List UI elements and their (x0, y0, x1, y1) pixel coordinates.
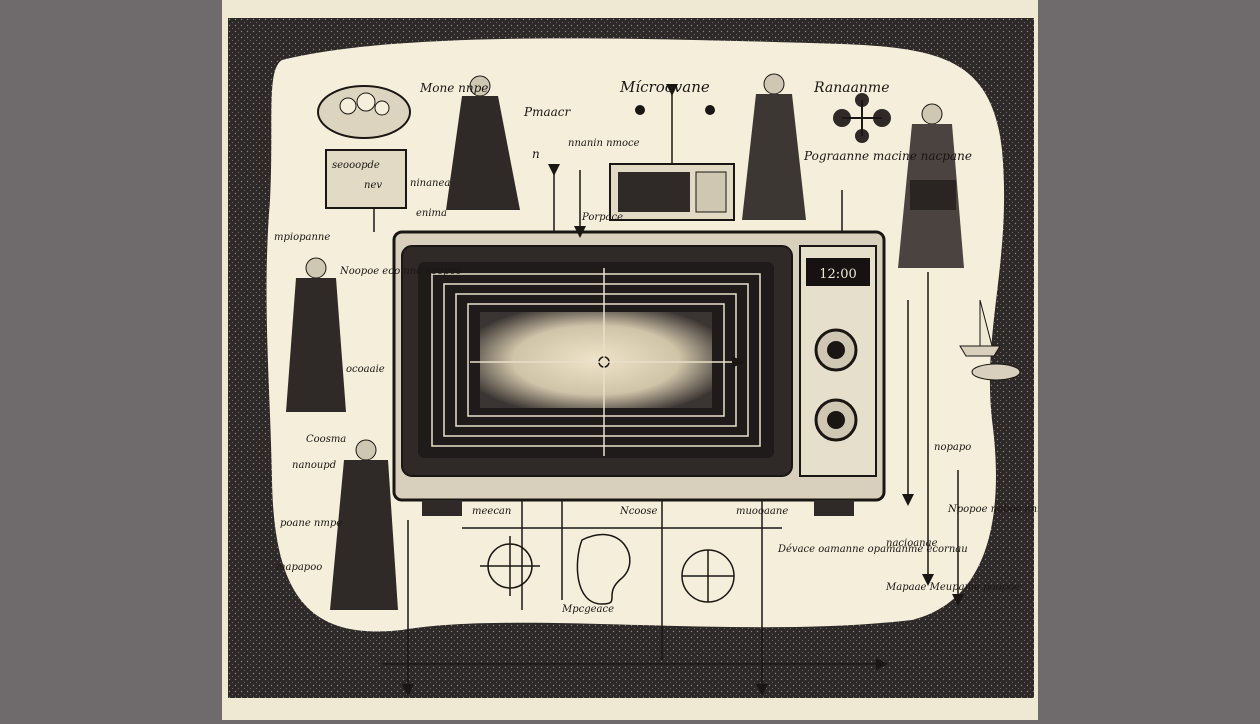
small-microwave (609, 84, 735, 221)
right-margin (1038, 0, 1260, 720)
label-npopoe: Npopoe noboe ennme (947, 504, 1038, 515)
label-mapapoo: mapapoo (276, 562, 322, 573)
microwave: 12:00 (392, 230, 886, 516)
label-nanoupd: nanoupd (292, 460, 336, 471)
popcorn-machine (317, 85, 411, 209)
cavity-ring-2 (443, 283, 749, 437)
diagram-svg: 12:00 (228, 18, 1059, 698)
label-mone-nnpe: Mone nnpe (419, 81, 488, 95)
timer-dial-cap (827, 411, 845, 429)
label-nacioanae: nacioanae (886, 538, 938, 549)
label-ocoaaie: ocoaaie (346, 364, 385, 375)
display-screen (806, 258, 870, 286)
display-readout: 12:00 (819, 267, 856, 282)
boat-icon (959, 299, 1021, 381)
power-dial-cap (827, 341, 845, 359)
foot-right (814, 500, 854, 516)
molecule-icon (833, 93, 891, 143)
figure-1 (446, 75, 520, 210)
label-pograanne: Pograanne macine nacpane (803, 149, 972, 163)
label-enima: enima (416, 208, 447, 219)
label-ninanea: ninanea (410, 178, 450, 189)
engraving-sheet: 12:00 (222, 0, 1059, 720)
label-porpace: Porpace (581, 212, 623, 223)
label-seooopde: seooopde (332, 160, 380, 171)
label-noopoe: Noopoe eoomno eoopoe (339, 266, 462, 277)
label-n: n (532, 147, 540, 161)
label-microovane: Mícroovane (619, 78, 710, 96)
label-ranaanme: Ranaanme (813, 80, 890, 96)
label-pmaacr: Pmaacr (523, 105, 571, 119)
diagram-labels: Mone nnpe Pmaacr Mícroovane Ranaanme n n… (274, 78, 1059, 615)
foot-left (422, 500, 462, 516)
cavity-ring-4 (467, 303, 725, 417)
label-muooaane: muooaane (736, 506, 788, 517)
label-nev: nev (364, 180, 382, 191)
connector-lines (373, 164, 964, 696)
label-mapaae: Mapaae Meupame poopoe (885, 582, 1020, 593)
label-mpiopanne: mpiopanne (274, 232, 330, 243)
label-nopapo: nopapo (934, 442, 971, 453)
label-devace: Dévace oamanne opamanme ecornau (777, 544, 968, 555)
cavity-ring-1 (431, 273, 761, 447)
figure-4 (286, 257, 346, 412)
label-coosma: Coosma (306, 434, 346, 445)
cavity-field (480, 312, 712, 408)
left-margin (0, 0, 222, 720)
label-nnanin-nmoce: nnanin nmoce (568, 138, 640, 149)
figure-5 (330, 439, 398, 610)
label-meecan: meecan (472, 506, 511, 517)
figure-3 (898, 103, 964, 268)
label-poane-nmpe: poane nmpe (280, 518, 342, 529)
figure-2 (742, 73, 806, 220)
label-mpcgeace: Mpcgeace (561, 604, 614, 615)
label-ncoose: Ncoose (619, 506, 658, 517)
